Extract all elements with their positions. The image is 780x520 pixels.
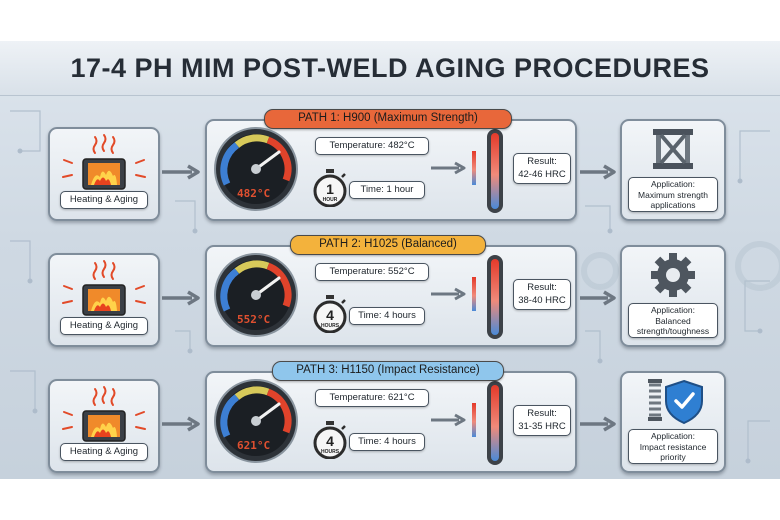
heating-label: Heating & Aging [60, 317, 148, 335]
heating-box: Heating & Aging [48, 127, 160, 221]
time-label: Time: 1 hour [349, 181, 425, 199]
furnace-icon [62, 134, 146, 190]
arrow-icon [580, 164, 616, 180]
arrow-icon [431, 287, 466, 301]
result-label: Result: 42-46 HRC [513, 153, 571, 184]
path-badge: PATH 1: H900 (Maximum Strength) [264, 109, 512, 129]
application-label: Application: Impact resistance priority [628, 429, 718, 464]
temperature-gauge-icon [214, 253, 298, 337]
application-line: priority [660, 452, 686, 462]
application-label: Application: Balanced strength/toughness [628, 303, 718, 338]
arrow-icon [580, 416, 616, 432]
arrow-icon [162, 416, 200, 432]
path-badge: PATH 2: H1025 (Balanced) [290, 235, 486, 255]
page-title: 17-4 PH MIM POST-WELD AGING PROCEDURES [70, 53, 710, 83]
stopwatch-icon [313, 169, 347, 207]
time-label: Time: 4 hours [349, 433, 425, 451]
result-value: 42-46 HRC [518, 169, 566, 180]
result-value: 31-35 HRC [518, 421, 566, 432]
path-row-2: Heating & Aging 552°C Temperature: 552°C [0, 223, 780, 349]
stopwatch-icon [313, 295, 347, 333]
application-box: Application: Balanced strength/toughness [620, 245, 726, 347]
arrow-icon [162, 164, 200, 180]
furnace-icon [62, 260, 146, 316]
timer-number: 4 [326, 433, 334, 449]
temperature-gauge-icon [214, 379, 298, 463]
application-line: Maximum strength [638, 189, 708, 200]
gauge-readout: 621°C [237, 439, 271, 452]
process-box: 621°C Temperature: 621°C 4 HOURS Time: 4… [205, 371, 577, 473]
stopwatch-icon [313, 421, 347, 459]
result-title: Result: [527, 282, 557, 293]
arrow-icon [431, 161, 466, 175]
result-label: Result: 38-40 HRC [513, 279, 571, 310]
thermometer-bar-icon [472, 129, 503, 213]
application-line: Application: [651, 179, 695, 189]
gauge-readout: 482°C [237, 187, 271, 200]
result-label: Result: 31-35 HRC [513, 405, 571, 436]
application-line: applications [650, 200, 696, 210]
arrow-icon [580, 290, 616, 306]
arrow-icon [431, 413, 466, 427]
temperature-label: Temperature: 621°C [315, 389, 429, 407]
time-label: Time: 4 hours [349, 307, 425, 325]
heating-box: Heating & Aging [48, 379, 160, 473]
timer-number: 1 [326, 181, 334, 197]
thermometer-bar-icon [472, 255, 503, 339]
heating-box: Heating & Aging [48, 253, 160, 347]
application-line: Balanced [655, 315, 691, 326]
application-label: Application: Maximum strength applicatio… [628, 177, 718, 212]
application-box: Application: Maximum strength applicatio… [620, 119, 726, 221]
furnace-icon [62, 386, 146, 442]
gear-icon [651, 253, 695, 297]
application-line: Application: [651, 305, 695, 315]
application-box: Application: Impact resistance priority [620, 371, 726, 473]
path-row-3: Heating & Aging 621°C Temperature: 621°C [0, 349, 780, 475]
process-box: 552°C Temperature: 552°C 4 HOURS Time: 4… [205, 245, 577, 347]
temperature-label: Temperature: 482°C [315, 137, 429, 155]
timer-unit: HOUR [322, 197, 338, 203]
process-box: 482°C Temperature: 482°C 1 HOUR Time: 1 … [205, 119, 577, 221]
timer-unit: HOURS [320, 449, 340, 455]
result-title: Result: [527, 156, 557, 167]
timer-unit: HOURS [320, 323, 340, 329]
path-row-1: Heating & Aging 482°C Temperature: 482°C [0, 97, 780, 223]
spring-shield-icon [648, 379, 703, 425]
infographic: 17-4 PH MIM POST-WELD AGING PROCEDURES H… [0, 41, 780, 479]
temperature-gauge-icon [214, 127, 298, 211]
gauge-readout: 552°C [237, 313, 271, 326]
application-line: Application: [651, 431, 695, 441]
steel-beam-icon [653, 129, 693, 169]
heating-label: Heating & Aging [60, 443, 148, 461]
result-value: 38-40 HRC [518, 295, 566, 306]
path-badge: PATH 3: H1150 (Impact Resistance) [272, 361, 504, 381]
timer-number: 4 [326, 307, 334, 323]
application-line: strength/toughness [636, 326, 710, 336]
title-band: 17-4 PH MIM POST-WELD AGING PROCEDURES [0, 41, 780, 96]
result-title: Result: [527, 408, 557, 419]
heating-label: Heating & Aging [60, 191, 148, 209]
thermometer-bar-icon [472, 381, 503, 465]
arrow-icon [162, 290, 200, 306]
application-line: Impact resistance [639, 441, 707, 452]
temperature-label: Temperature: 552°C [315, 263, 429, 281]
